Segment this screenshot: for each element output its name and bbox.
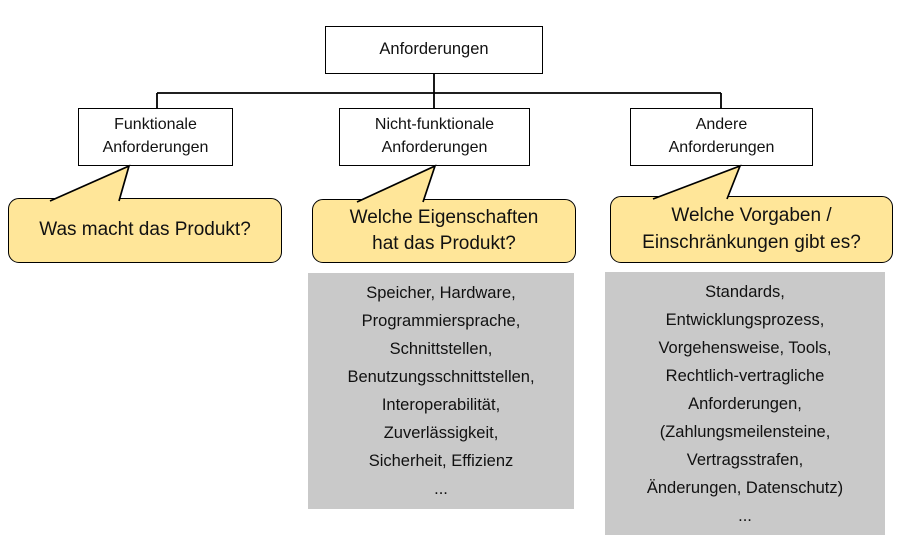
node-andere-anforderungen: Andere Anforderungen	[630, 108, 813, 166]
node-nicht-funktionale-anforderungen: Nicht-funktionale Anforderungen	[339, 108, 530, 166]
tree-connector-path	[156, 74, 722, 109]
callout-question-andere: Welche Vorgaben / Einschränkungen gibt e…	[610, 196, 893, 263]
node-anforderungen: Anforderungen	[325, 26, 543, 74]
examples-nicht-funktionale: Speicher, Hardware, Programmiersprache, …	[308, 273, 574, 509]
callout-question-nicht-funktionale: Welche Eigenschaften hat das Produkt?	[312, 199, 576, 263]
callout-question-funktionale: Was macht das Produkt?	[8, 198, 282, 263]
node-funktionale-anforderungen: Funktionale Anforderungen	[78, 108, 233, 166]
examples-andere: Standards, Entwicklungsprozess, Vorgehen…	[605, 272, 885, 535]
